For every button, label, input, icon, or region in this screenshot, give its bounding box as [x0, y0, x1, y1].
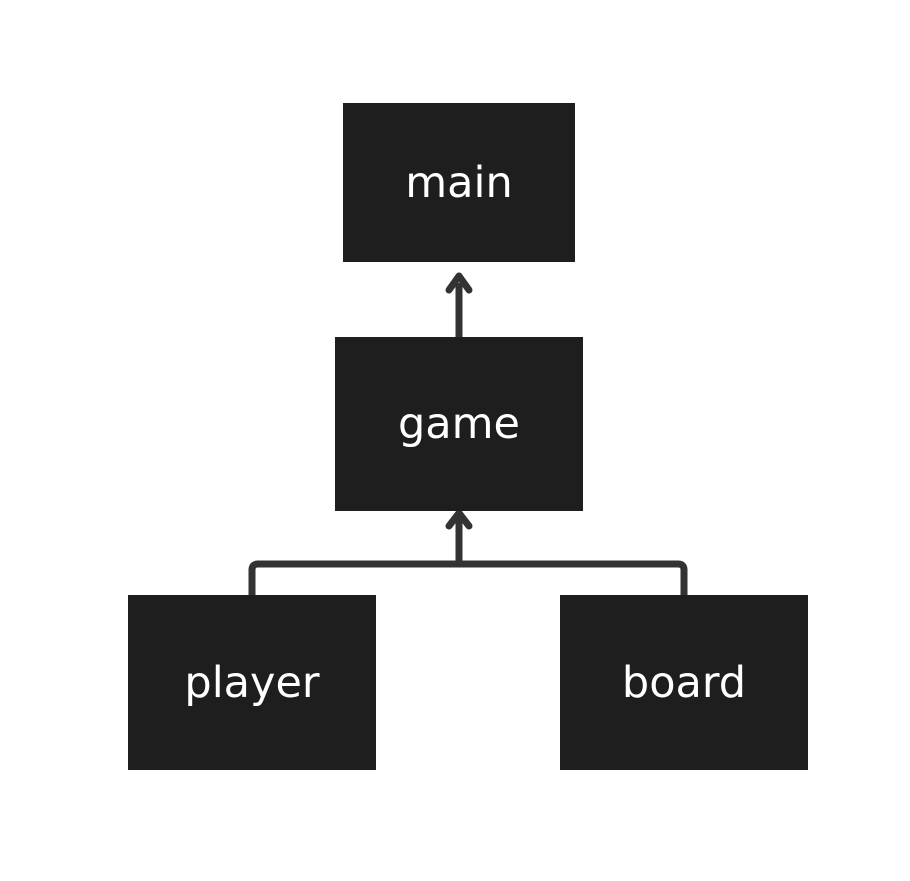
- node-main: main: [343, 103, 575, 262]
- node-player-label: player: [184, 657, 320, 708]
- node-board: board: [560, 595, 808, 770]
- node-player: player: [128, 595, 376, 770]
- node-game: game: [335, 337, 583, 511]
- node-game-label: game: [398, 399, 520, 449]
- edge-board-to-game: [459, 560, 688, 595]
- arrowhead-game-icon: [445, 509, 473, 530]
- edge-player-to-game-path: [248, 560, 459, 595]
- node-board-label: board: [621, 657, 747, 708]
- arrowhead-main-icon: [445, 272, 473, 294]
- node-main-label: main: [405, 157, 513, 208]
